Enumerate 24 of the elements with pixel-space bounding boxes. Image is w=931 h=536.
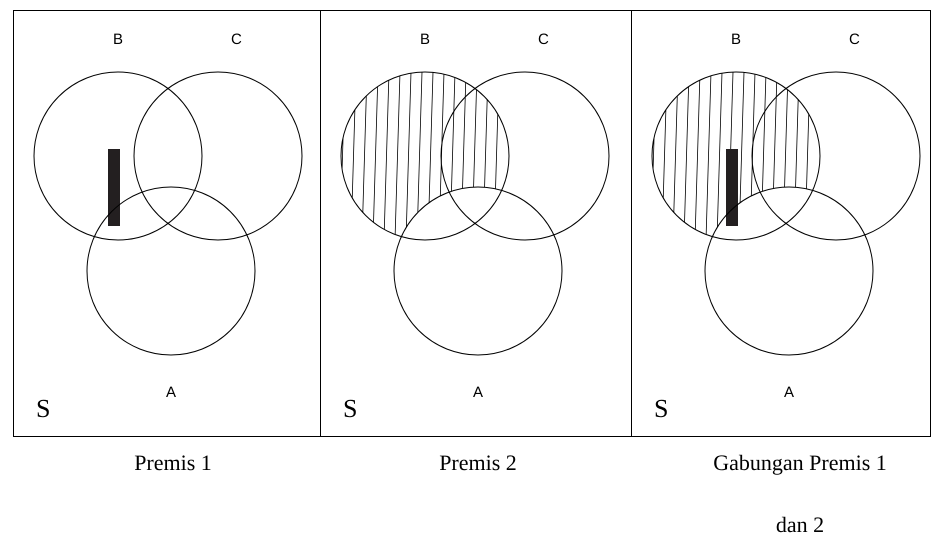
set-label: B [113,31,124,49]
set-label: A [784,384,794,402]
set-label: B [731,31,742,49]
venn-panel [320,10,632,437]
venn-panel [13,10,321,437]
set-label: C [538,31,549,49]
set-label: C [231,31,242,49]
venn-panel [631,10,931,437]
set-circle [134,31,302,240]
universe-label: S [343,395,358,423]
set-label: A [473,384,484,402]
set-label: A [166,384,176,402]
set-circle [341,31,509,240]
universe-label: S [36,395,50,423]
set-label: C [849,31,860,49]
set-circle [752,31,920,240]
set-circle [441,31,609,240]
panel-caption: Gabungan Premis 1 dan 2 [712,449,888,536]
set-label: B [420,31,430,49]
panel-caption: Premis 1 [133,449,213,477]
universe-label: S [654,395,668,423]
set-circle [652,31,820,240]
set-circle [34,31,202,240]
panel-caption: Premis 2 [438,449,518,477]
